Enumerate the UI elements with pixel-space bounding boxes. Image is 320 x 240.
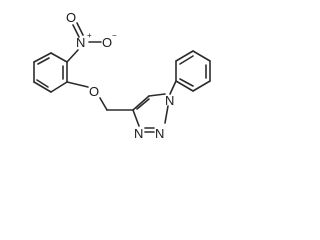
bond [33,81,52,93]
nitro-negative-charge: − [112,31,117,40]
bond [50,81,68,93]
double-bond [136,98,150,110]
double-bond [72,24,80,38]
phenyl-ring [169,50,211,95]
nitro-oxygen-right-label: O [102,35,112,50]
nitrophenyl-ring [33,52,68,93]
structure-canvas: N + O O − O N N N [33,10,211,141]
triazole-n1-label: N [165,93,174,108]
bond [192,50,211,62]
molecule-diagram: N + O O − O N N N [33,10,211,141]
double-bond [36,79,49,88]
nitro-oxygen-left-label: O [66,10,76,25]
double-bond [179,78,194,87]
nitro-group: N + O O − [66,10,117,63]
double-bond [76,22,84,36]
bond [99,97,108,111]
bond [50,52,68,63]
bond [148,93,166,97]
triazole-n3-label: N [134,126,143,141]
bond [164,105,169,124]
bond [132,109,140,127]
bond [175,80,194,92]
triazole-ring: N N N [132,93,174,141]
bond [169,80,177,95]
nitro-nitrogen-label: N [76,35,85,50]
triazole-n2-label: N [155,126,164,141]
double-bond [179,55,194,65]
double-bond [37,57,50,65]
ether-oxygen-label: O [89,84,99,99]
ether-linker: O [66,81,134,111]
bond [66,49,79,63]
bond [66,81,89,88]
bond [33,52,52,63]
bond [192,80,211,92]
bond [175,50,194,62]
nitro-positive-charge: + [87,31,92,40]
bond [132,95,150,111]
